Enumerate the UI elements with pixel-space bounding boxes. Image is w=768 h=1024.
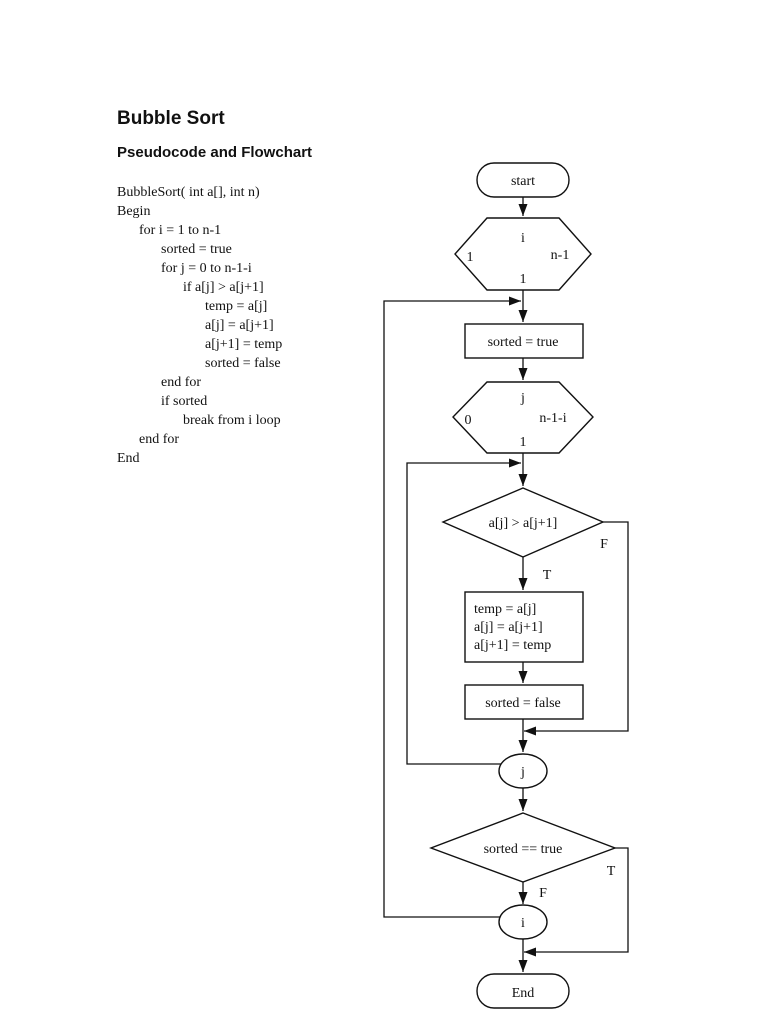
loop-i-limit: n-1 (551, 248, 570, 263)
pseudocode-line: if a[j] > a[j+1] (183, 280, 264, 295)
loop-i-hexagon (454, 217, 592, 291)
process-swap (464, 591, 584, 663)
edge-loop-j-back (406, 458, 523, 765)
edge-compare-false-merge (524, 521, 629, 736)
loop-i-step: 1 (520, 272, 527, 287)
compare-false-label: F (600, 537, 608, 552)
swap-line-1: temp = a[j] (474, 602, 536, 617)
pseudocode-line: break from i loop (183, 413, 281, 428)
edge-loop-i-back (383, 296, 523, 918)
pseudocode-line: End (117, 451, 140, 466)
connector-j-label: j (520, 765, 525, 780)
pseudocode-line: sorted = true (161, 242, 232, 257)
pseudocode-line: for j = 0 to n-1-i (161, 261, 252, 276)
pseudocode-block: BubbleSort( int a[], int n) Begin for i = … (117, 183, 282, 468)
pseudocode-line: a[j] = a[j+1] (205, 318, 274, 333)
loop-j-var: j (520, 391, 525, 406)
connector-i-label: i (521, 916, 525, 931)
process-sorted-true (464, 323, 584, 359)
pseudocode-line: Begin (117, 204, 151, 219)
swap-line-2: a[j] = a[j+1] (474, 620, 543, 635)
decision-compare-diamond (441, 487, 605, 558)
pseudocode-line: end for (161, 375, 202, 390)
loop-i-init: 1 (467, 250, 474, 265)
compare-true-label: T (543, 568, 552, 583)
decision-true-label: T (607, 864, 616, 879)
loop-j-limit: n-1-i (539, 411, 566, 426)
compare-label: a[j] > a[j+1] (489, 516, 558, 531)
loop-j-step: 1 (520, 435, 527, 450)
terminator-end (476, 973, 570, 1009)
end-label: End (512, 986, 535, 1001)
connector-i-circle (498, 904, 548, 940)
loop-j-hexagon (452, 381, 594, 454)
pseudocode-line: temp = a[j] (205, 299, 268, 314)
loop-j-init: 0 (465, 413, 472, 428)
edge-decision-true-merge (524, 847, 629, 957)
pseudocode-line: BubbleSort( int a[], int n) (117, 185, 260, 200)
pseudocode-line: for i = 1 to n-1 (139, 223, 222, 238)
start-label: start (511, 174, 535, 189)
pseudocode-line: end for (139, 432, 180, 447)
decision-sorted-label: sorted == true (484, 842, 563, 857)
pseudocode-line: a[j+1] = temp (205, 337, 283, 352)
pseudocode-line: sorted = false (205, 356, 281, 371)
page-title: Bubble Sort (117, 108, 225, 129)
page-subtitle: Pseudocode and Flowchart (117, 144, 313, 161)
connector-j-circle (498, 753, 548, 789)
swap-line-3: a[j+1] = temp (474, 638, 551, 653)
sorted-false-label: sorted = false (485, 696, 561, 711)
loop-i-var: i (521, 231, 525, 246)
pseudocode-line: if sorted (161, 394, 208, 409)
decision-false-label: F (539, 886, 547, 901)
process-sorted-false (464, 684, 584, 720)
terminator-start (476, 162, 570, 198)
decision-sorted-diamond (429, 812, 617, 883)
sorted-true-label: sorted = true (488, 335, 559, 350)
